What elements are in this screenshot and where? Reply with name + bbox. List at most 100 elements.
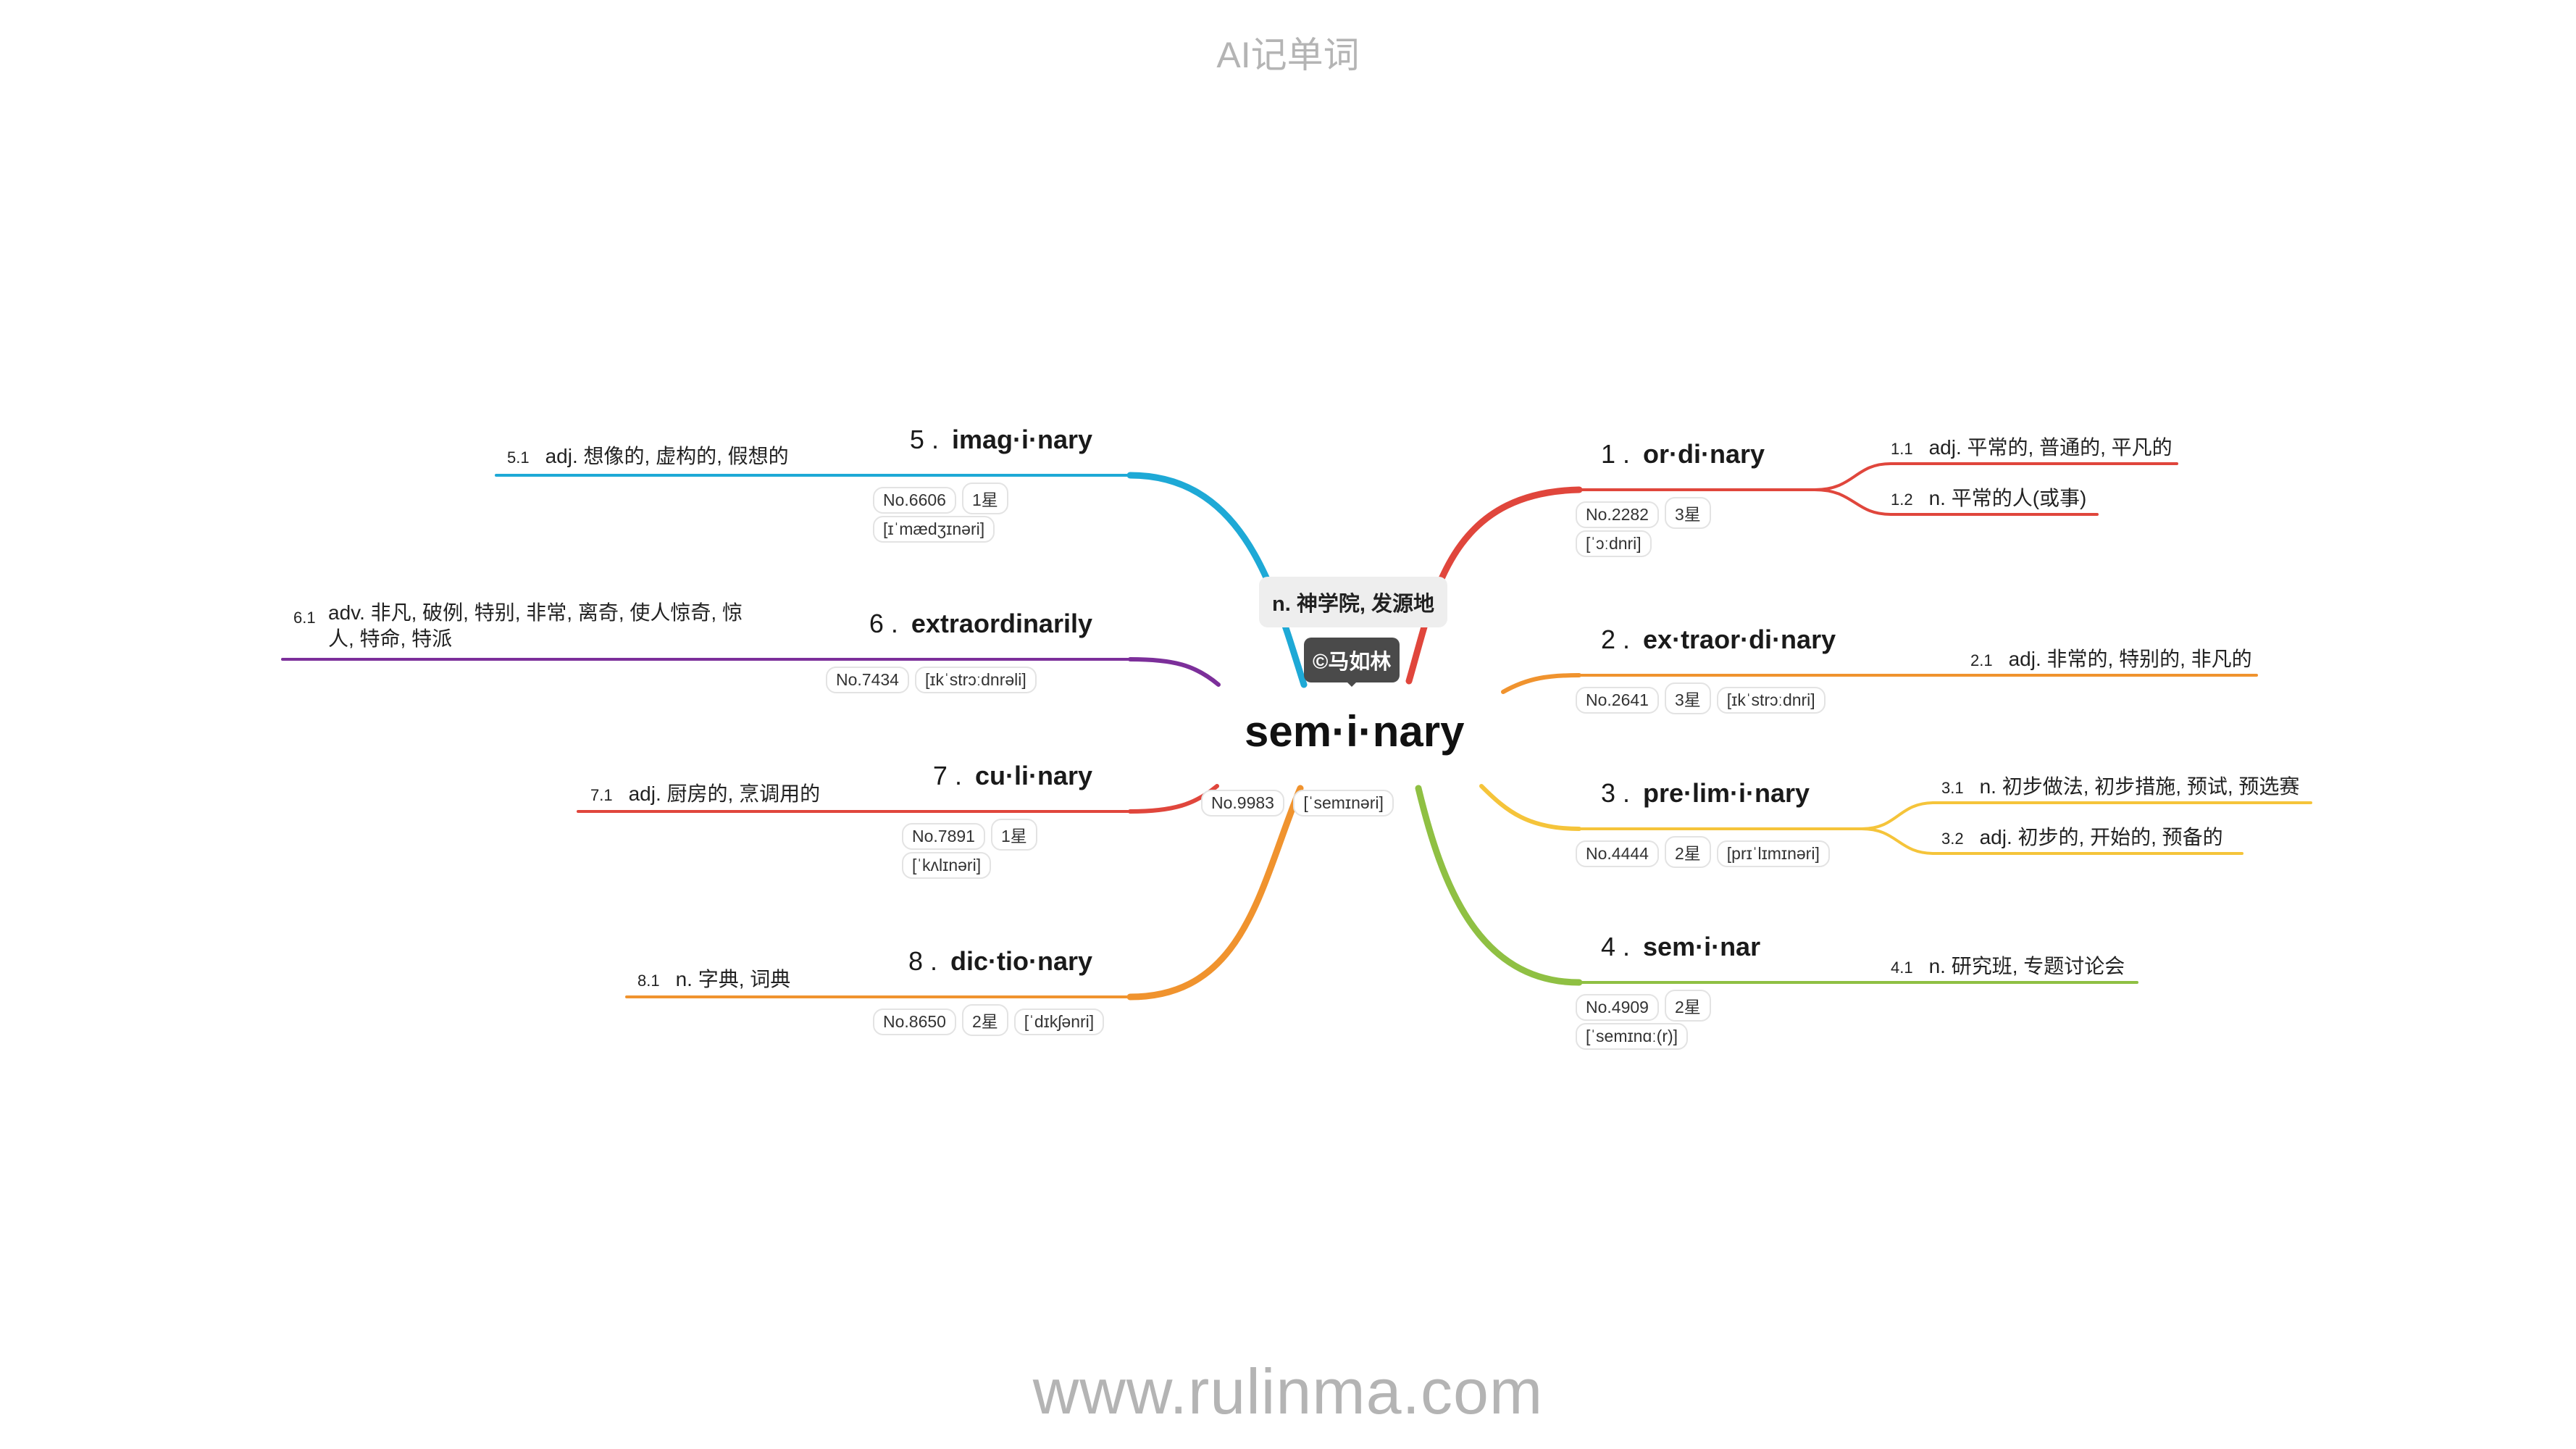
def-2-1: 2.1 adj. 非常的, 特别的, 非凡的	[1970, 643, 2252, 672]
link-def-1-1	[1813, 462, 2178, 491]
branch-8-title: 8 . dic·tio·nary	[908, 946, 1092, 977]
branch-4-phonetic: [ˈsemɪnɑː(r)]	[1576, 1023, 1694, 1050]
center-word: sem·i·nary	[1245, 707, 1465, 756]
star-tag: 1星	[961, 483, 1008, 514]
def-5-1: 5.1 adj. 想像的, 虚构的, 假想的	[507, 440, 789, 469]
star-tag: 1星	[990, 819, 1037, 851]
branch-4-title: 4 .sem·i·nar	[1601, 932, 1760, 962]
branch-word: pre·lim·i·nary	[1643, 778, 1810, 808]
rank-tag: No.7434	[826, 667, 909, 693]
branch-5-phonetic: [ɪˈmædʒɪnəri]	[873, 516, 1000, 543]
def-text: adj. 平常的, 普通的, 平凡的	[1928, 436, 2173, 459]
rank-tag: No.2282	[1576, 501, 1659, 528]
phonetic-tag: [ˈkʌlɪnəri]	[902, 852, 992, 879]
branch-word: ex·traor·di·nary	[1643, 625, 1836, 654]
def-1-2: 1.2 n. 平常的人(或事)	[1891, 483, 2086, 511]
branch-number: 5 .	[909, 425, 939, 454]
rank-tag: No.2641	[1576, 687, 1659, 714]
center-number-tag: No.9983	[1201, 790, 1284, 817]
footer-url: www.rulinma.com	[1032, 1356, 1544, 1427]
branch-number: 7 .	[932, 761, 962, 790]
def-8-1: 8.1 n. 字典, 词典	[637, 964, 790, 993]
star-tag: 3星	[1664, 497, 1711, 529]
link-def-1-2	[1813, 488, 2099, 516]
branch-2-title: 2 . ex·traor·di·nary	[1601, 625, 1836, 655]
phonetic-tag: [ˈdɪkʃənri]	[1013, 1009, 1105, 1035]
header-title: AI记单词	[1216, 35, 1360, 75]
star-tag: 2星	[1664, 836, 1711, 868]
def-text: adj. 非常的, 特别的, 非凡的	[2008, 648, 2252, 670]
phonetic-tag: [ˈɔːdnri]	[1576, 530, 1652, 557]
star-tag: 3星	[1664, 682, 1711, 714]
rank-tag: No.7891	[902, 823, 985, 850]
def-text: n. 平常的人(或事)	[1928, 487, 2087, 509]
branch-5-title: 5 . imag·i·nary	[910, 425, 1092, 455]
branch-3-title: 3 . pre·lim·i·nary	[1601, 778, 1810, 809]
branch-1-title: 1 . or·di·nary	[1601, 439, 1765, 469]
rank-tag: No.4909	[1576, 994, 1659, 1021]
center-tags: No.9983 [ˈsemɪnəri]	[1201, 790, 1400, 817]
branch-6-title: 6 . extraordinarily	[869, 609, 1092, 639]
phonetic-tag: [ɪkˈstrɔːdnrəli]	[914, 667, 1037, 693]
center-phonetic-tag: [ˈsemɪnəri]	[1293, 790, 1394, 817]
rank-tag: No.6606	[873, 487, 956, 514]
branch-number: 1 .	[1601, 439, 1631, 469]
def-text: n. 研究班, 专题讨论会	[1928, 955, 2125, 977]
def-7-1: 7.1 adj. 厨房的, 烹调用的	[590, 778, 820, 807]
def-number: 3.1	[1941, 779, 1964, 797]
star-tag: 2星	[961, 1004, 1008, 1036]
def-number: 3.2	[1941, 830, 1964, 848]
def-text: adj. 想像的, 虚构的, 假想的	[545, 445, 789, 467]
def-text: n. 字典, 词典	[675, 968, 791, 990]
branch-word: or·di·nary	[1643, 439, 1765, 469]
branch-word: extraordinarily	[911, 609, 1092, 638]
def-number: 8.1	[637, 972, 660, 990]
link-def-3-2	[1860, 827, 2243, 855]
def-number: 6.1	[293, 609, 316, 627]
link-branch-8	[1126, 785, 1304, 1001]
branch-number: 8 .	[908, 946, 937, 976]
star-tag: 2星	[1664, 990, 1711, 1022]
branch-word: sem·i·nar	[1643, 932, 1761, 961]
link-branch-3	[1479, 784, 1581, 831]
def-number: 5.1	[507, 448, 530, 467]
def-text: adj. 初步的, 开始的, 预备的	[1979, 826, 2223, 848]
def-number: 7.1	[590, 786, 613, 804]
def-text: adj. 厨房的, 烹调用的	[628, 782, 821, 805]
branch-word: imag·i·nary	[951, 425, 1092, 454]
link-branch-2	[1501, 673, 1581, 694]
def-number: 2.1	[1970, 651, 1993, 669]
phonetic-tag: [ˈsemɪnɑː(r)]	[1576, 1023, 1689, 1050]
def-text: adv. 非凡, 破例, 特别, 非常, 离奇, 使人惊奇, 惊人, 特命, 特…	[328, 601, 743, 650]
phonetic-tag: [ɪkˈstrɔːdnri]	[1716, 687, 1826, 714]
link-branch-5	[1126, 472, 1308, 688]
branch-7-phonetic: [ˈkʌlɪnəri]	[902, 852, 997, 879]
rank-tag: No.8650	[873, 1009, 956, 1035]
branch-1-phonetic: [ˈɔːdnri]	[1576, 530, 1657, 557]
def-text: n. 初步做法, 初步措施, 预试, 预选赛	[1979, 775, 2300, 798]
branch-6-tags: No.7434[ɪkˈstrɔːdnrəli]	[826, 667, 1042, 693]
def-3-1: 3.1 n. 初步做法, 初步措施, 预试, 预选赛	[1941, 771, 2299, 800]
branch-number: 2 .	[1601, 625, 1631, 654]
def-number: 4.1	[1891, 959, 1913, 977]
branch-number: 6 .	[869, 609, 898, 638]
branch-word: cu·li·nary	[974, 761, 1092, 790]
phonetic-tag: [prɪˈlɪmɪnəri]	[1716, 840, 1830, 867]
branch-number: 3 .	[1601, 778, 1631, 808]
author-badge: ©马如林	[1304, 638, 1400, 682]
def-6-1: 6.1 adv. 非凡, 破例, 特别, 非常, 离奇, 使人惊奇, 惊人, 特…	[293, 600, 757, 652]
center-definition-bubble: n. 神学院, 发源地	[1259, 577, 1447, 627]
branch-7-title: 7 . cu·li·nary	[933, 761, 1092, 791]
def-4-1: 4.1 n. 研究班, 专题讨论会	[1891, 951, 2125, 980]
branch-word: dic·tio·nary	[950, 946, 1092, 976]
link-branch-6	[1128, 657, 1221, 687]
def-number: 1.2	[1891, 490, 1913, 509]
def-3-2: 3.2 adj. 初步的, 开始的, 预备的	[1941, 822, 2223, 851]
